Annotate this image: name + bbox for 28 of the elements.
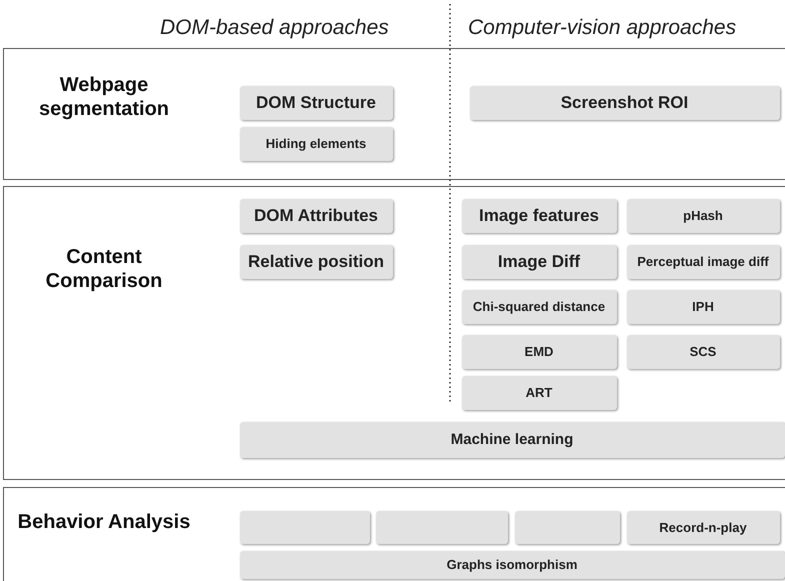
technique-box: Chi-squared distance <box>462 290 616 324</box>
technique-box: pHash <box>626 198 780 232</box>
technique-box: Image Diff <box>462 244 616 278</box>
category-band <box>3 48 785 180</box>
technique-box: Machine learning <box>240 422 784 458</box>
tool-box <box>240 510 370 544</box>
category-heading: Webpage segmentation <box>38 73 170 121</box>
column-heading: Computer-vision approaches <box>468 16 736 40</box>
column-heading: DOM-based approaches <box>160 16 389 40</box>
technique-box: Graphs isomorphism <box>240 550 784 578</box>
technique-box: IPH <box>626 290 780 324</box>
technique-box: ART <box>462 376 616 410</box>
tool-box <box>376 510 508 544</box>
category-band <box>3 487 785 581</box>
technique-box: EMD <box>462 334 616 368</box>
technique-box: SCS <box>626 334 780 368</box>
technique-box: DOM Structure <box>240 86 392 120</box>
tool-box <box>514 510 620 544</box>
technique-box: Hiding elements <box>240 126 392 160</box>
technique-box: DOM Attributes <box>240 198 392 232</box>
technique-box: Perceptual image diff <box>626 244 780 278</box>
technique-box: Record-n-play <box>626 510 780 544</box>
technique-box: Screenshot ROI <box>470 86 780 120</box>
category-heading: Content Comparison <box>44 245 164 293</box>
technique-box: Relative position <box>240 244 392 278</box>
category-band <box>3 186 785 480</box>
category-heading: Behavior Analysis <box>16 510 192 534</box>
technique-box: Image features <box>462 198 616 232</box>
